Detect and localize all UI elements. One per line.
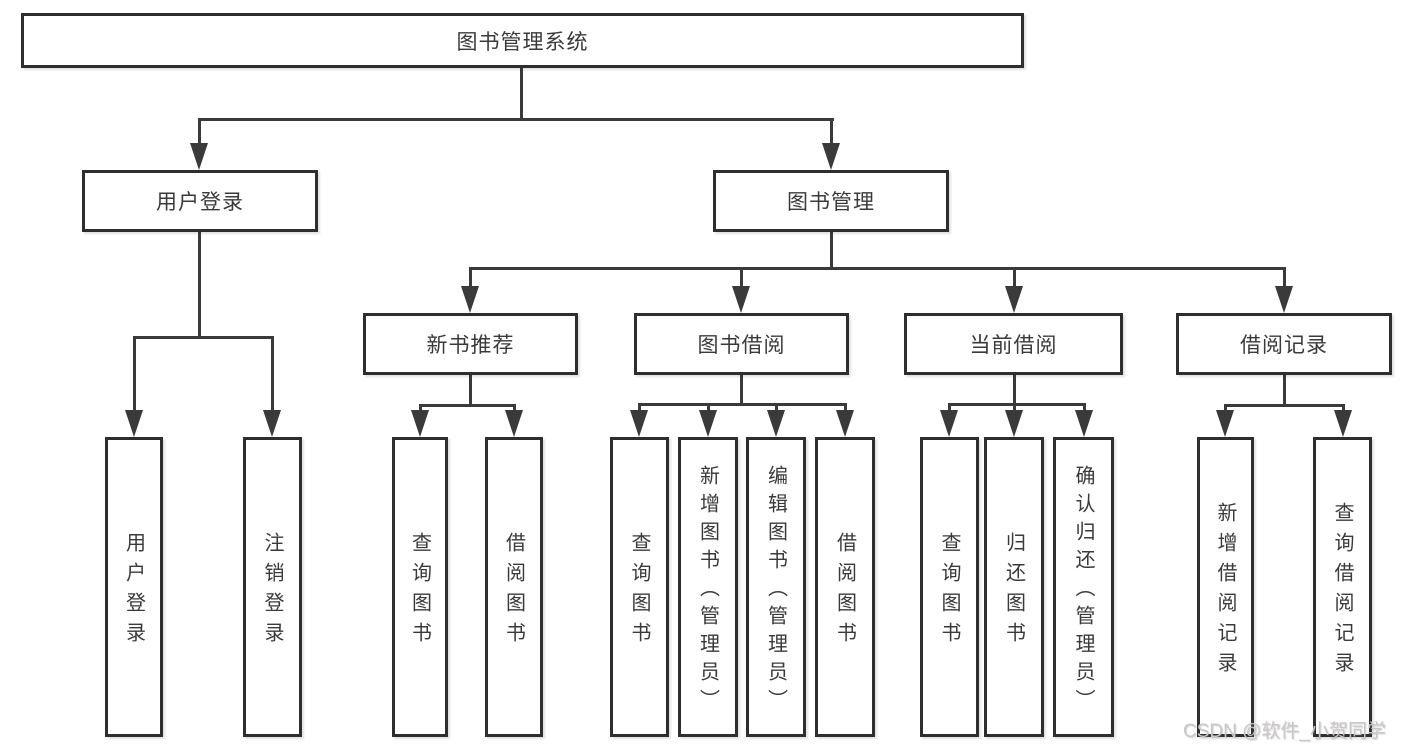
leaf-bb-add-books-admin: 新增图书（管理员） <box>678 437 738 737</box>
node-book-borrow: 图书借阅 <box>634 313 849 375</box>
connector-bookmgmt-hline <box>469 267 1286 270</box>
arrowhead-br-query <box>1334 410 1352 437</box>
connector-stem-user-login <box>198 118 201 148</box>
connector-stem-current-borrow <box>1013 267 1016 290</box>
connector-stem-cb-return <box>1013 403 1016 414</box>
connector-stem-leaf-logout <box>271 336 274 414</box>
connector-newbooks-vline <box>469 374 472 407</box>
connector-stem-br-query <box>1342 404 1345 414</box>
node-new-book-recommend-label: 新书推荐 <box>426 334 515 357</box>
connector-userlogin-hline <box>133 336 274 339</box>
leaf-bb-borrow-books: 借阅图书 <box>815 437 875 737</box>
node-library-system: 图书管理系统 <box>21 13 1024 68</box>
leaf-bb-query-books: 查询图书 <box>610 437 669 737</box>
connector-root-hline <box>198 118 834 121</box>
connector-stem-bb-borrow <box>844 403 847 414</box>
connector-stem-nb-borrow <box>513 404 516 414</box>
watermark: CSDN @软件_小贺同学 <box>1183 721 1386 742</box>
arrowhead-leaf-logout <box>263 410 281 437</box>
connector-stem-bb-query <box>638 403 641 414</box>
arrowhead-current-borrow <box>1005 286 1023 313</box>
leaf-bb-edit-books-admin-label: 编辑图书（管理员） <box>764 465 787 717</box>
node-book-borrow-label: 图书借阅 <box>697 334 786 357</box>
connector-currentborrow-vline <box>1013 374 1016 406</box>
connector-root-vline <box>520 66 523 120</box>
leaf-cb-return-books-label: 归还图书 <box>1002 532 1025 652</box>
connector-stem-nb-query <box>419 404 422 414</box>
connector-stem-book-borrow <box>740 267 743 290</box>
arrowhead-book-borrow <box>732 286 750 313</box>
leaf-bb-add-books-admin-label: 新增图书（管理员） <box>696 465 719 717</box>
leaf-nb-borrow-books: 借阅图书 <box>485 437 543 737</box>
node-book-management: 图书管理 <box>713 170 949 232</box>
arrowhead-nb-query <box>411 410 429 437</box>
arrowhead-book-mgmt <box>822 143 840 170</box>
leaf-br-query-record-label: 查询借阅记录 <box>1331 502 1353 682</box>
arrowhead-new-books <box>461 286 479 313</box>
arrowhead-cb-query <box>940 410 958 437</box>
node-user-login: 用户登录 <box>82 170 318 232</box>
arrowhead-user-login <box>190 143 208 170</box>
arrowhead-br-add <box>1216 410 1234 437</box>
leaf-br-add-record-label: 新增借阅记录 <box>1214 502 1236 682</box>
connector-stem-leaf-login <box>133 336 136 414</box>
node-library-system-label: 图书管理系统 <box>456 30 589 54</box>
node-new-book-recommend: 新书推荐 <box>363 313 578 375</box>
leaf-nb-query-books-label: 查询图书 <box>408 532 431 652</box>
connector-bookborrow-hline <box>638 403 847 406</box>
connector-userlogin-vline <box>198 231 201 339</box>
leaf-cb-return-books: 归还图书 <box>984 437 1044 737</box>
leaf-nb-borrow-books-label: 借阅图书 <box>502 532 525 652</box>
leaf-cb-query-books-label: 查询图书 <box>938 532 960 652</box>
connector-stem-cb-query <box>948 403 951 414</box>
arrowhead-bb-add <box>699 410 717 437</box>
connector-stem-bb-edit <box>775 403 778 414</box>
arrowhead-cb-confirm <box>1075 410 1093 437</box>
arrowhead-bb-query <box>630 410 648 437</box>
connector-stem-cb-confirm <box>1083 403 1086 414</box>
arrowhead-nb-borrow <box>505 410 523 437</box>
leaf-logout-label: 注销登录 <box>261 532 283 652</box>
leaf-user-login: 用户登录 <box>105 437 163 737</box>
leaf-bb-query-books-label: 查询图书 <box>628 532 650 652</box>
arrowhead-borrow-records <box>1275 286 1293 313</box>
connector-borrowrecords-vline <box>1283 374 1286 407</box>
leaf-br-query-record: 查询借阅记录 <box>1313 437 1372 737</box>
connector-stem-borrow-records <box>1283 267 1286 290</box>
leaf-cb-query-books: 查询图书 <box>920 437 979 737</box>
arrowhead-bb-edit <box>767 410 785 437</box>
leaf-user-login-label: 用户登录 <box>122 532 145 652</box>
leaf-bb-borrow-books-label: 借阅图书 <box>833 532 856 652</box>
node-current-borrow-label: 当前借阅 <box>969 334 1058 357</box>
connector-stem-bb-add <box>707 403 710 414</box>
leaf-nb-query-books: 查询图书 <box>392 437 448 737</box>
leaf-bb-edit-books-admin: 编辑图书（管理员） <box>746 437 806 737</box>
node-borrow-records-label: 借阅记录 <box>1240 334 1328 357</box>
leaf-cb-confirm-return-admin: 确认归还（管理员） <box>1053 437 1114 737</box>
node-book-management-label: 图书管理 <box>787 191 875 214</box>
connector-newbooks-hline <box>419 404 516 407</box>
connector-stem-new-books <box>469 267 472 290</box>
connector-stem-book-mgmt <box>830 118 833 148</box>
leaf-cb-confirm-return-admin-label: 确认归还（管理员） <box>1072 465 1094 717</box>
connector-stem-br-add <box>1224 404 1227 414</box>
leaf-br-add-record: 新增借阅记录 <box>1197 437 1254 737</box>
arrowhead-cb-return <box>1005 410 1023 437</box>
arrowhead-bb-borrow <box>836 410 854 437</box>
connector-bookmgmt-vline <box>830 231 833 270</box>
leaf-logout: 注销登录 <box>243 437 302 737</box>
connector-bookborrow-vline <box>740 374 743 406</box>
node-current-borrow: 当前借阅 <box>904 313 1123 375</box>
connector-borrowrecords-hline <box>1224 404 1345 407</box>
arrowhead-leaf-login <box>125 410 143 437</box>
node-borrow-records: 借阅记录 <box>1176 313 1392 375</box>
connector-currentborrow-hline <box>948 403 1086 406</box>
node-user-login-label: 用户登录 <box>156 191 244 214</box>
